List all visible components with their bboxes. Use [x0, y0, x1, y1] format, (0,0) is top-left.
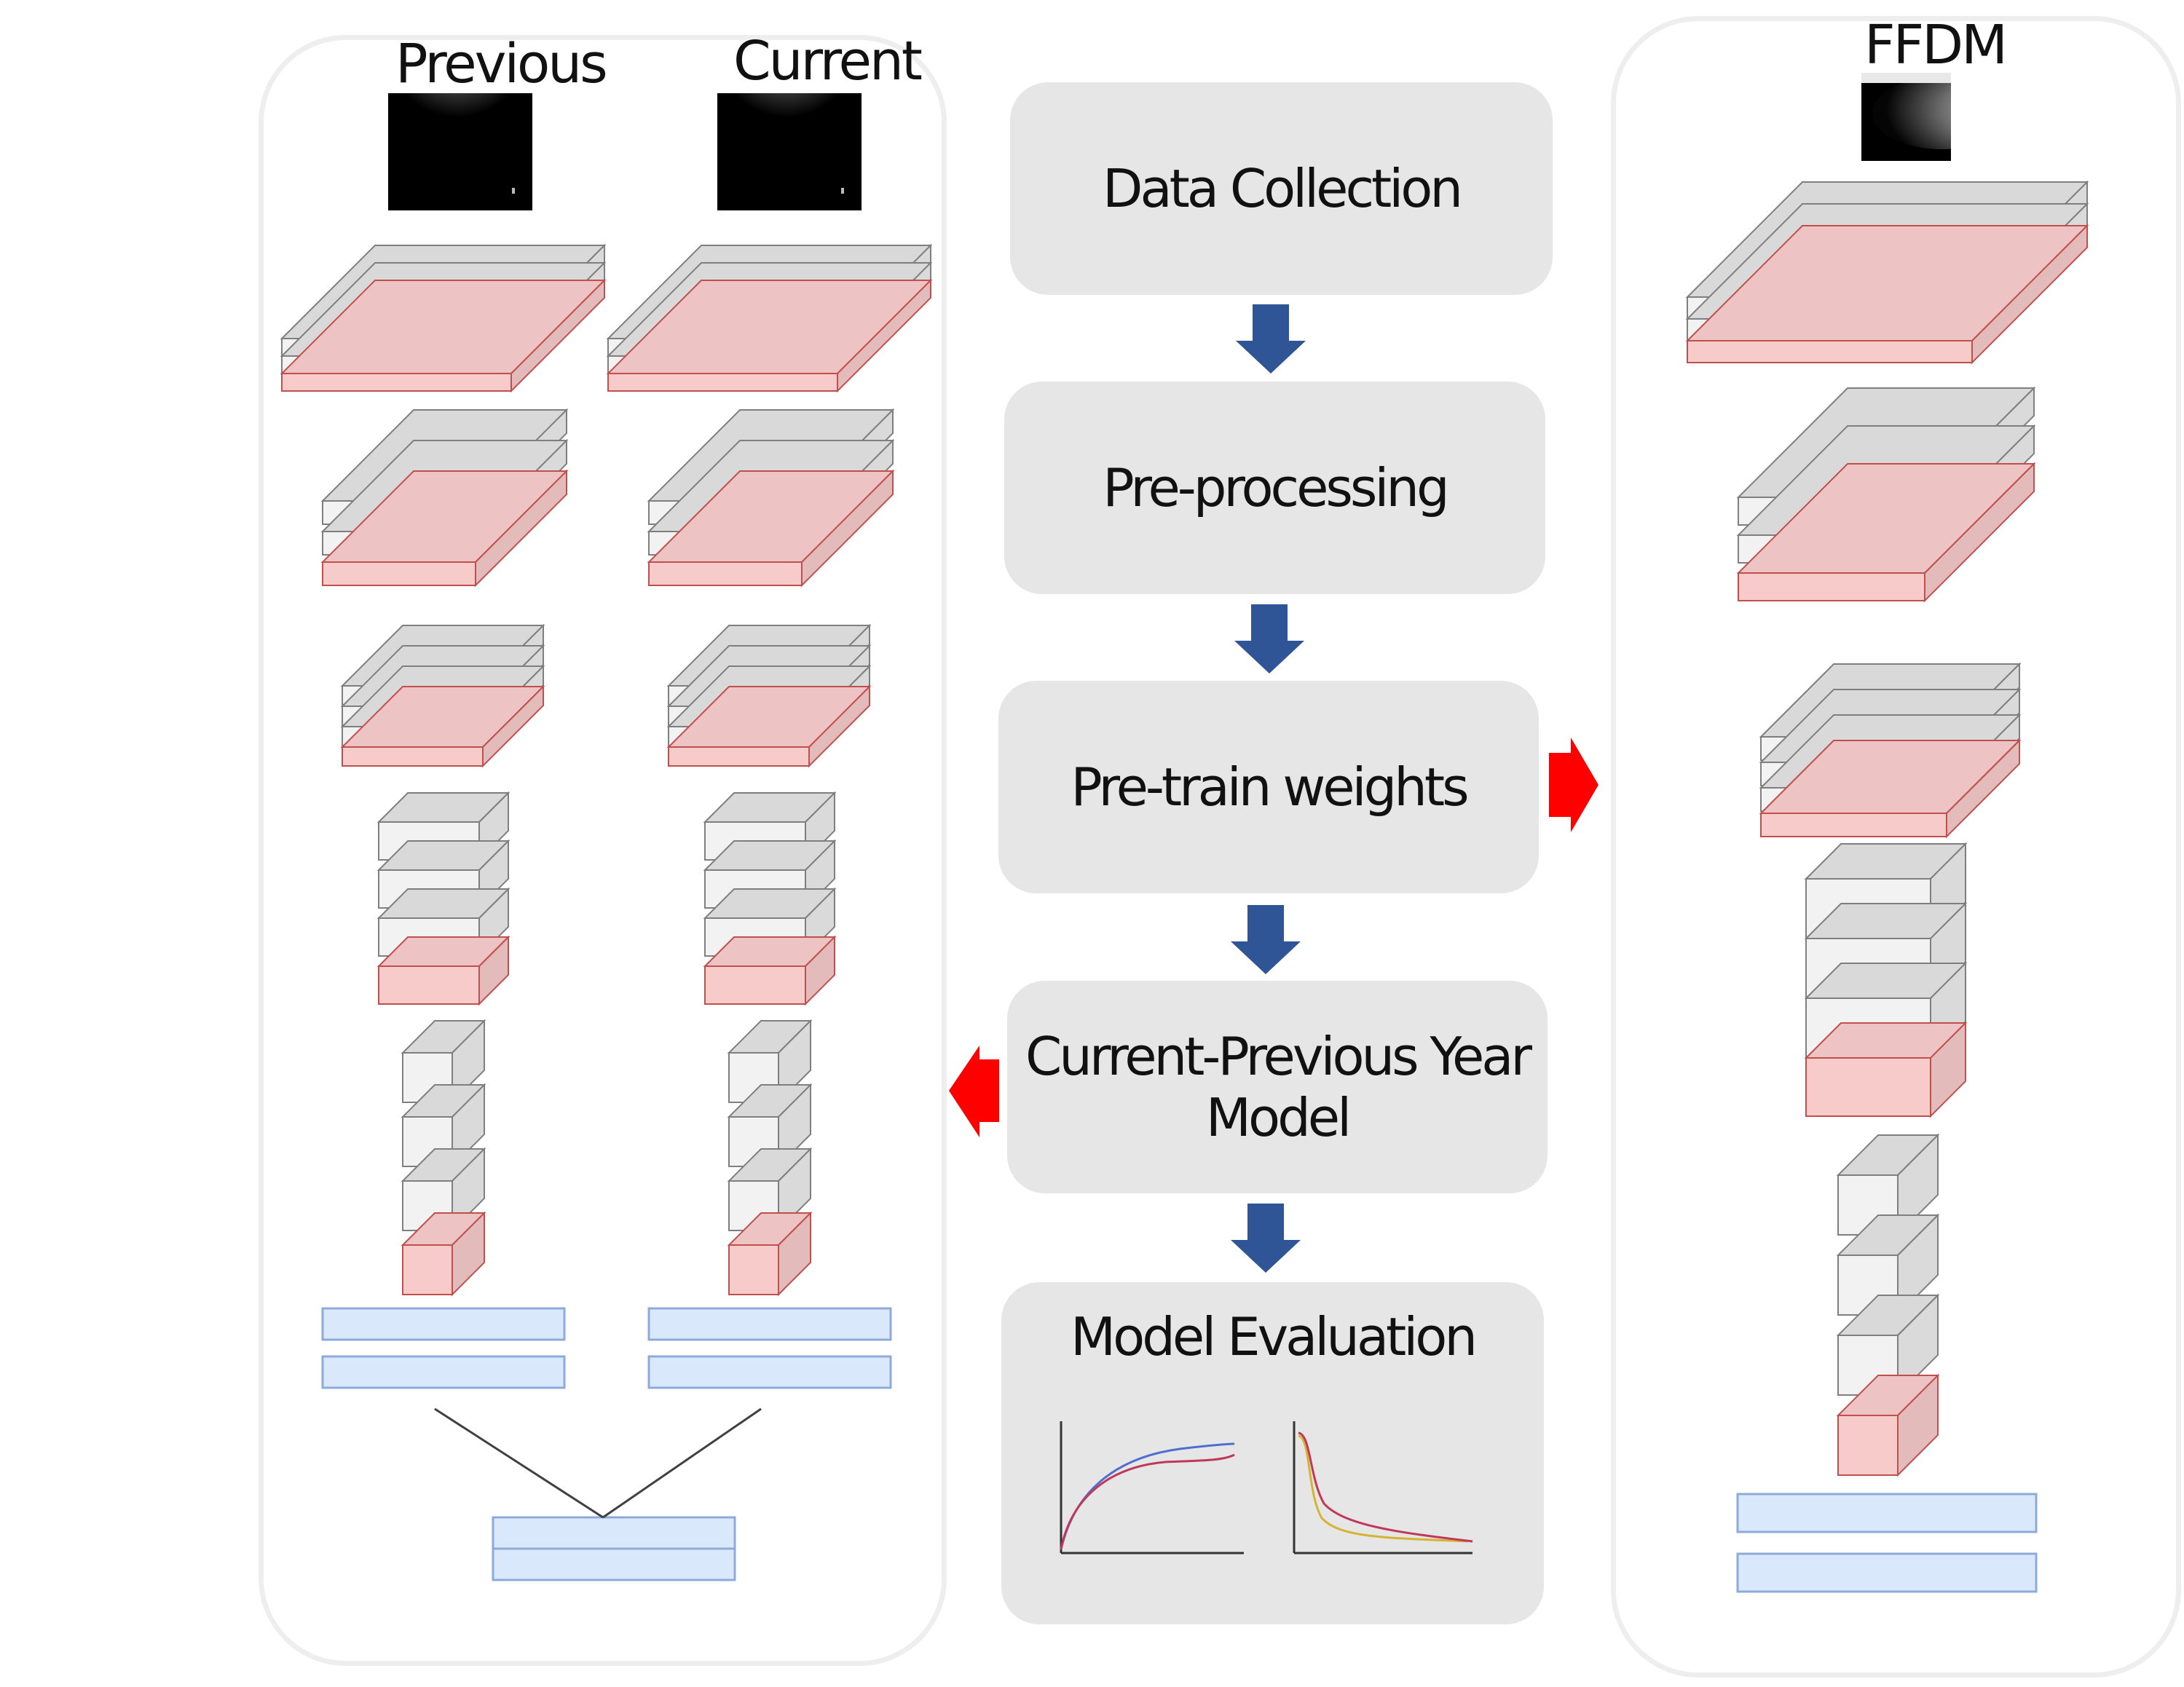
loss-curve-red [1298, 1431, 1473, 1543]
data-collection-step: Data Collection [1010, 82, 1553, 295]
current-block3-pool [666, 684, 872, 768]
current-title: Current [733, 30, 923, 92]
current-previous-model-label: Current-Previous Year Model [1025, 1026, 1532, 1148]
to-ffdm-arrow [1549, 738, 1598, 832]
data-collection-label: Data Collection [1103, 158, 1463, 219]
ffdm-block4-pool [1804, 1021, 1968, 1118]
current-block2-pool [647, 469, 895, 588]
flow-arrow-2 [1234, 604, 1304, 673]
previous-title: Previous [395, 33, 608, 95]
previous-block5-pool [401, 1211, 486, 1297]
merge-line-left [434, 1407, 604, 1519]
ffdm-dense-1 [1736, 1493, 2038, 1533]
to-two-stream-arrow [949, 1046, 999, 1137]
pre-processing-step: Pre-processing [1004, 382, 1545, 594]
pre-train-weights-step: Pre-train weights [998, 681, 1539, 893]
merge-line-right [602, 1407, 762, 1519]
previous-dense-2 [321, 1355, 566, 1389]
flow-arrow-4 [1231, 1204, 1301, 1273]
pre-processing-label: Pre-processing [1103, 457, 1449, 518]
loss-curve-yellow [1298, 1434, 1468, 1543]
previous-mammogram-thumbnail [388, 93, 532, 210]
pre-train-weights-label: Pre-train weights [1071, 756, 1469, 818]
ffdm-block1-pool [1685, 224, 2089, 365]
flow-arrow-3 [1231, 905, 1301, 974]
current-mammogram-thumbnail [717, 93, 862, 210]
current-block5-pool [727, 1211, 813, 1297]
previous-block2-pool [320, 469, 569, 588]
previous-dense-1 [321, 1307, 566, 1341]
ffdm-block3-pool [1759, 738, 2022, 839]
ffdm-title: FFDM [1864, 14, 2008, 76]
ffdm-dense-2 [1736, 1552, 2038, 1593]
model-evaluation-label: Model Evaluation [1071, 1306, 1478, 1367]
previous-block1-pool [280, 278, 607, 393]
current-dense-2 [647, 1355, 892, 1389]
current-block4-pool [703, 935, 837, 1006]
fused-dense-2 [492, 1547, 736, 1581]
previous-block5-conv-1 [401, 1019, 486, 1105]
ffdm-block5-pool [1836, 1373, 1940, 1477]
previous-block4-pool [377, 935, 510, 1006]
current-previous-model-step: Current-Previous Year Model [1007, 981, 1548, 1193]
fused-dense-1 [492, 1516, 736, 1550]
ffdm-mammogram-thumbnail [1861, 73, 1951, 161]
roc-curve-red [1060, 1453, 1235, 1550]
flow-arrow-1 [1236, 304, 1306, 374]
model-evaluation-step: Model Evaluation [1001, 1282, 1544, 1624]
current-dense-1 [647, 1307, 892, 1341]
current-block1-pool [606, 278, 933, 393]
ffdm-block2-pool [1736, 462, 2036, 603]
previous-block3-pool [340, 684, 545, 768]
